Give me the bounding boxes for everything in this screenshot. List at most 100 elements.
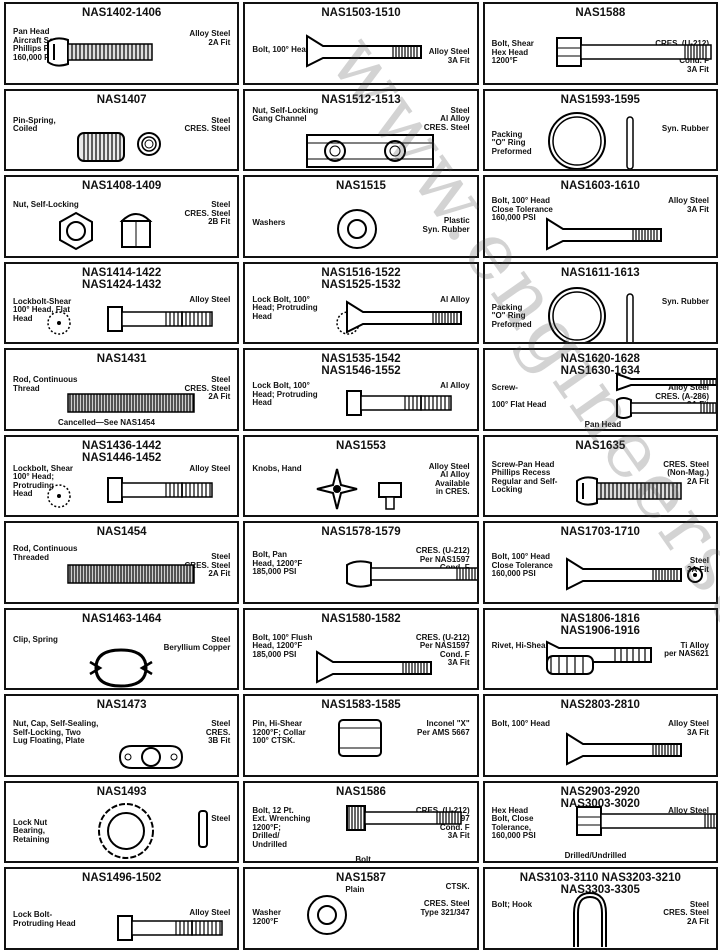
part-material: Steel [211, 813, 231, 823]
part-code: NAS1806-1816 NAS1906-1916 [560, 612, 640, 637]
part-material: Alloy Steel 2A Fit [189, 29, 231, 47]
part-code: NAS1503-1510 [321, 7, 401, 19]
plate-nut-icon [116, 740, 186, 775]
part-material: Alloy Steel Al Alloy Available in CRES. [428, 461, 470, 497]
part-material: Steel CRES. Steel [184, 115, 231, 134]
part-description: Hex Head Bolt, Close Tolerance, 160,000 … [491, 805, 536, 841]
part-note: Drilled/Undrilled [564, 850, 627, 860]
gang-channel-icon [305, 131, 435, 170]
part-description: Washer 1200°F [252, 908, 281, 926]
part-description: Lock Bolt- Protruding Head [13, 910, 76, 928]
part-description: Lock Bolt, 100° Head; Protruding Head [252, 381, 318, 408]
part-material: Alloy Steel [189, 463, 231, 473]
part-note: Bolt [355, 854, 371, 864]
part-description: Bolt, 100° Head Close Tolerance 160,000 … [491, 552, 553, 579]
lockbolt-end-icon [46, 310, 72, 341]
hex-bolt-icon [555, 34, 715, 75]
part-material: Syn. Rubber [661, 123, 709, 133]
o-ring-icon [545, 284, 609, 343]
part-code: NAS1431 [96, 353, 147, 366]
part-code: NAS1408-1409 [82, 180, 162, 193]
part-code: NAS1588 [575, 7, 626, 19]
part-code: NAS1535-1542 NAS1546-1552 [321, 353, 401, 378]
part-code: NAS1578-1579 [321, 526, 401, 539]
part-code: NAS1515 [336, 180, 386, 193]
part-code: NAS1611-1613 [560, 266, 640, 279]
part-material: Al Alloy [440, 294, 470, 304]
lockbolt-icon [106, 304, 216, 339]
part-description: Pin, Hi-Shear 1200°F; Collar 100° CTSK. [252, 719, 306, 746]
lock-nut-edge-icon [196, 809, 210, 854]
part-material: Alloy Steel 3A Fit [668, 196, 709, 214]
countersunk-bolt-icon [305, 34, 425, 73]
part-material: Alloy Steel [189, 908, 231, 918]
part-code: NAS1583-1585 [321, 699, 401, 712]
bolt-end-icon [685, 565, 705, 590]
part-code: NAS1587 [336, 872, 386, 885]
lockbolt-icon [345, 388, 455, 423]
coil-end-icon [136, 131, 162, 162]
part-description: Lockbolt, Shear 100° Head; Protruding He… [13, 463, 74, 499]
part-code: NAS1473 [96, 699, 147, 712]
part-code: NAS1635 [575, 439, 626, 452]
threaded-rod-icon [66, 392, 196, 419]
part-description: Washers [252, 218, 286, 228]
part-description: Bolt, 100° Head, [252, 45, 313, 54]
part-description: Screw- 100° Flat Head [491, 383, 547, 410]
part-description: Screw-Pan Head Phillips Recess Regular a… [491, 459, 558, 495]
cap-nut-icon [116, 207, 156, 256]
part-material: Plastic Syn. Rubber [422, 216, 470, 234]
part-material: Steel CRES. Steel 2A Fit [184, 375, 231, 402]
washer-icon [335, 207, 379, 256]
part-material: CTSK. CRES. Steel Type 321/347 [420, 882, 470, 917]
screw-icon [46, 34, 156, 75]
part-description: Rivet, Hi-Shear [491, 640, 549, 650]
part-code: NAS1703-1710 [560, 526, 640, 539]
part-code: NAS2803-2810 [560, 699, 640, 712]
part-material: Inconel "X" Per AMS 5667 [417, 719, 470, 737]
threaded-rod-icon [66, 563, 196, 590]
hi-shear-collar-icon [335, 716, 385, 765]
washer-icon [305, 893, 349, 942]
part-description: Packing "O" Ring Preformed [491, 302, 532, 329]
part-description: Bolt, Shear Hex Head 1200°F [491, 39, 534, 65]
lock-nut-icon [96, 801, 156, 862]
part-material: Steel CRES. Steel 2A Fit [184, 552, 231, 579]
part-code: NAS1512-1513 [321, 93, 401, 106]
part-description: Bolt; Hook [491, 899, 533, 909]
twelve-point-bolt-icon [345, 803, 465, 838]
part-description: Lock Bolt, 100° Head; Protruding Head [252, 294, 318, 321]
part-description: Bolt, 100° Head [491, 719, 550, 729]
part-material: Steel CRES. Steel 2A Fit [663, 899, 709, 926]
part-code: NAS1454 [96, 526, 147, 539]
part-description: Knobs, Hand [252, 463, 302, 473]
wing-knob-icon [375, 481, 405, 516]
part-description: Bolt, Pan Head, 1200°F 185,000 PSI [252, 550, 303, 577]
lockbolt-end-icon [46, 483, 72, 514]
part-code: NAS1586 [336, 785, 386, 798]
part-code: NAS1436-1442 NAS1446-1452 [82, 439, 162, 464]
o-ring-edge-icon [625, 115, 635, 170]
part-code: NAS1620-1628 NAS1630-1634 [560, 353, 640, 378]
